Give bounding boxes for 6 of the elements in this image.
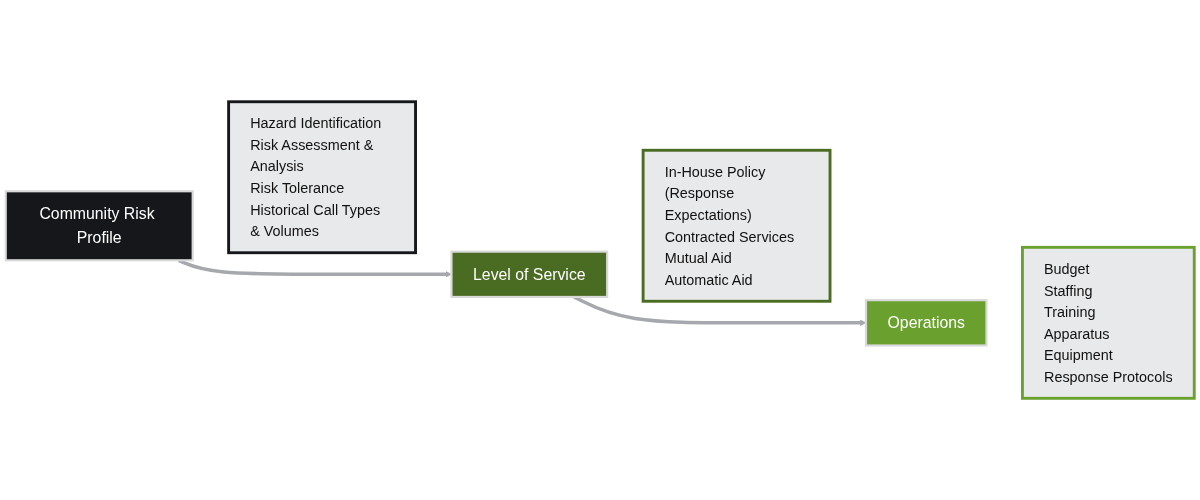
node-box: Budget Staffing Training Apparatus Equipment Response Protocols: [1021, 245, 1196, 400]
node-box: In-House Policy (Response Expectations) Contracted Services Mutual Aid Automatic Aid: [641, 148, 832, 303]
node-box: Level of Service: [450, 250, 609, 298]
node-box: Hazard Identification Risk Assessment & Analysis Risk Tolerance Historical Call Types & Volumes: [227, 100, 417, 255]
node-box: Operations: [864, 299, 988, 347]
node-box: Community Risk Profile: [4, 190, 194, 262]
